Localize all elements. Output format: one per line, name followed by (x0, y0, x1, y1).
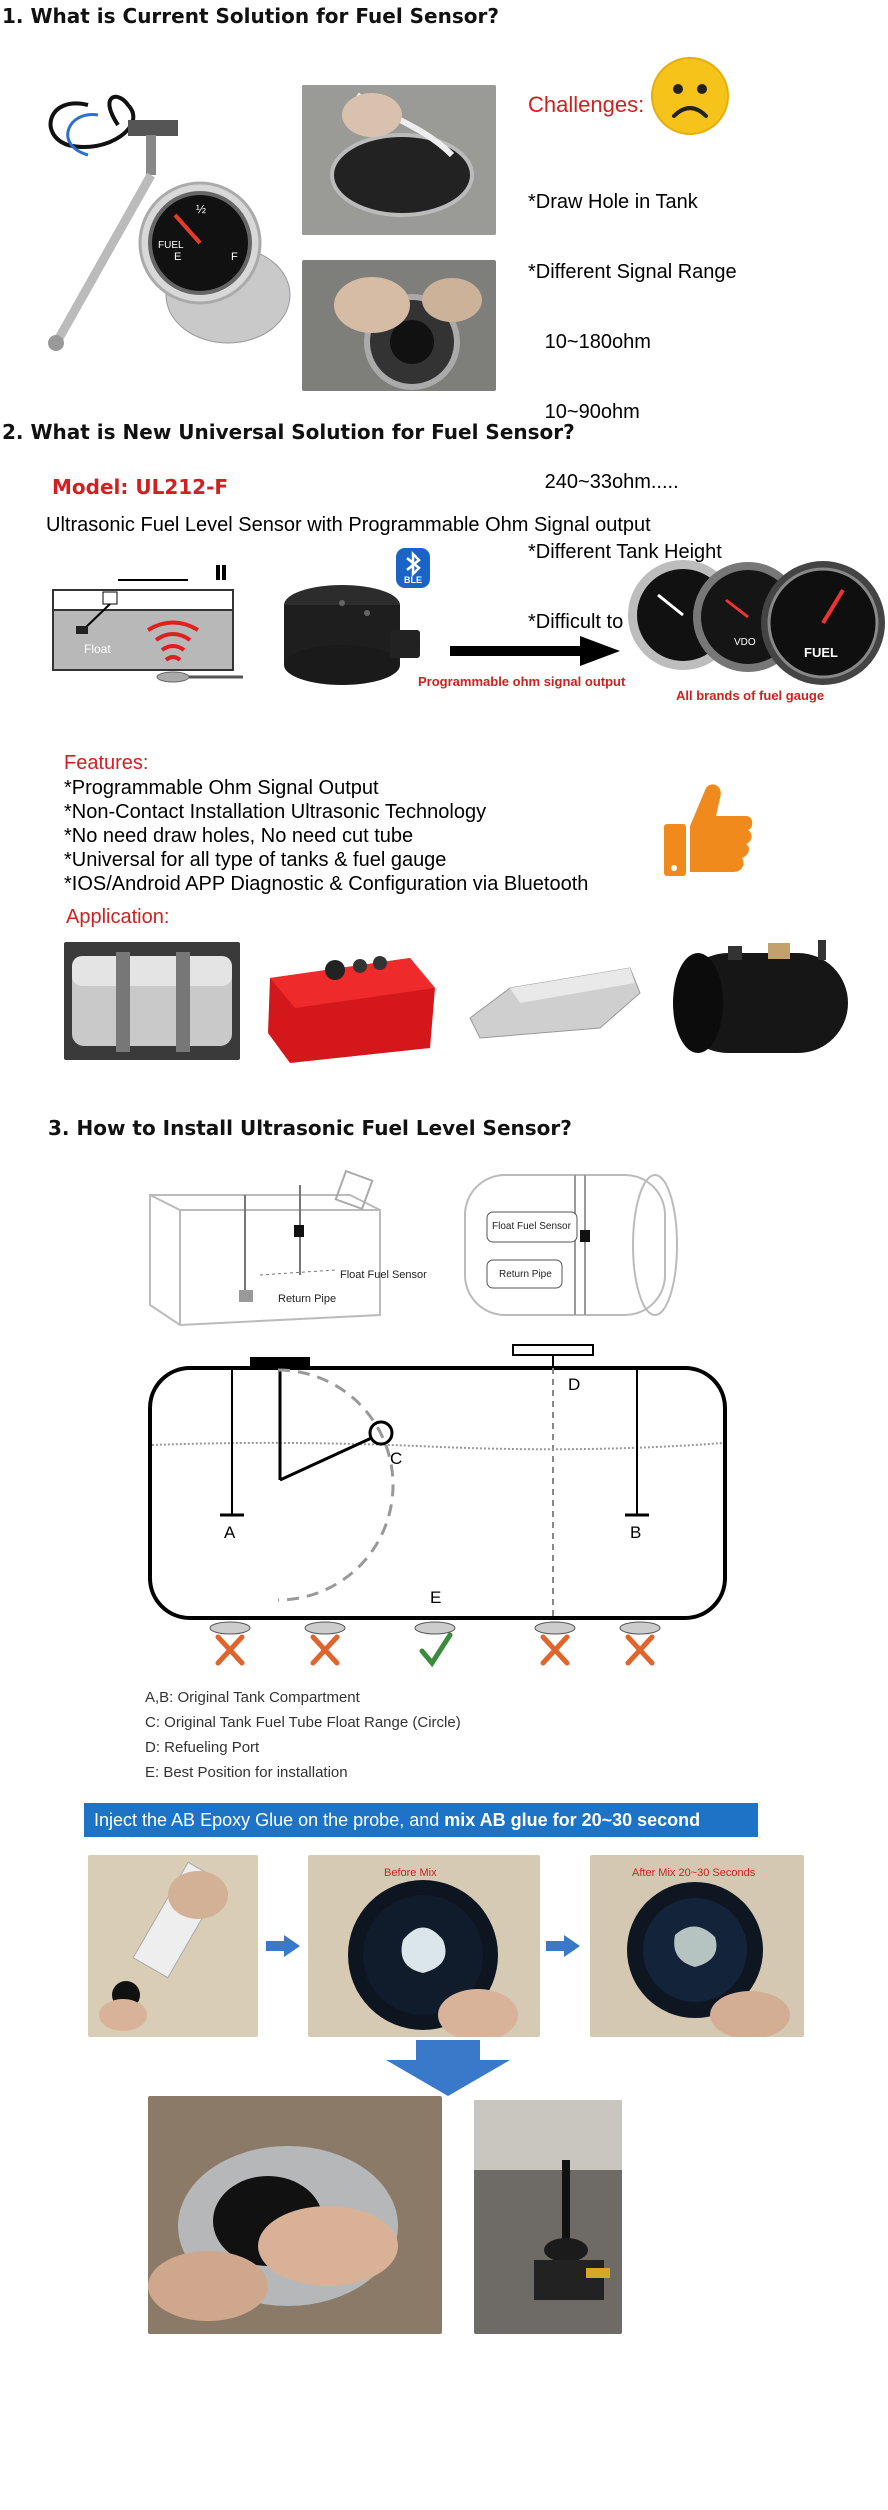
return-pipe-box-label: Return Pipe (499, 1269, 552, 1280)
arrow-down-icon (386, 2040, 510, 2101)
arrow-right-icon (546, 1935, 580, 1962)
tank-label-e: E (430, 1588, 442, 1607)
tank-legend: A,B: Original Tank Compartment C: Origin… (145, 1685, 461, 1785)
draw-hole-photo-top (302, 85, 496, 235)
tank-label-c: C (390, 1449, 403, 1468)
legend-item: A,B: Original Tank Compartment (145, 1689, 360, 1706)
feature-item: *Programmable Ohm Signal Output (64, 777, 379, 799)
aluminum-truck-tank-photo (64, 942, 240, 1060)
after-mix-photo: After Mix 20~30 Seconds (590, 1855, 804, 2037)
ble-label: BLE (404, 575, 422, 585)
gauge-full-text: F (231, 251, 238, 263)
bluetooth-icon: BLE (394, 548, 432, 590)
arrow-right-icon (450, 636, 620, 671)
gauge-empty-text: E (174, 251, 181, 263)
tank-cross-section-diagram: A B C D E (140, 1335, 740, 1675)
challenge-item: *Draw Hole in Tank (528, 191, 698, 213)
before-mix-photo: Before Mix (308, 1855, 540, 2037)
gauge-half-text: ½ (196, 202, 206, 216)
features-list: *Programmable Ohm Signal Output *Non-Con… (64, 776, 588, 896)
caption-signal: Programmable ohm signal output (418, 674, 626, 689)
caption-gauges: All brands of fuel gauge (676, 688, 825, 703)
tank-label-d: D (568, 1375, 581, 1394)
return-pipe-label: Return Pipe (278, 1293, 337, 1305)
cross-mark-icon (534, 1621, 576, 1666)
float-sensor-tank-diagram-left: Float Fuel Sensor Return Pipe (140, 1165, 440, 1335)
challenge-item: *Different Tank Height (528, 541, 722, 563)
red-marine-tank-photo (260, 938, 440, 1068)
tank-label-a: A (224, 1523, 236, 1542)
legend-item: D: Refueling Port (145, 1739, 260, 1756)
sad-face-icon (650, 56, 730, 136)
section2-subtitle: Ultrasonic Fuel Level Sensor with Progra… (46, 514, 651, 536)
challenge-item: 240~33ohm..... (528, 471, 679, 493)
check-mark-icon (414, 1621, 456, 1668)
cross-mark-icon (619, 1621, 661, 1666)
challenges-label: Challenges: (528, 92, 645, 117)
challenge-item: 10~180ohm (528, 331, 651, 353)
float-label: Float (84, 642, 111, 656)
tank-label-b: B (630, 1523, 642, 1542)
ultrasonic-sensor-product (272, 575, 432, 690)
legend-item: C: Original Tank Fuel Tube Float Range (… (145, 1714, 461, 1731)
float-fuel-sensor-box-label: Float Fuel Sensor (492, 1221, 571, 1232)
gauge-vdo-text: VDO (734, 637, 756, 648)
application-label: Application: (66, 906, 170, 928)
banner-text: Inject the AB Epoxy Glue on the probe, a… (94, 1810, 445, 1830)
challenge-item: 10~90ohm (528, 401, 640, 423)
thumbs-up-icon (662, 782, 754, 882)
attach-sensor-photo (148, 2096, 442, 2334)
arrow-right-icon (266, 1935, 300, 1962)
black-cylinder-tank-photo (658, 928, 872, 1068)
fuel-gauges-image: VDO FUEL (628, 555, 888, 695)
section3-heading: 3. How to Install Ultrasonic Fuel Level … (48, 1116, 572, 1140)
ultrasonic-tank-diagram: Float (48, 560, 258, 690)
draw-hole-photo-bottom (302, 260, 496, 391)
float-sensor-tank-diagram-right: Float Fuel Sensor Return Pipe (455, 1165, 685, 1325)
legend-item: E: Best Position for installation (145, 1764, 348, 1781)
features-label: Features: (64, 752, 149, 774)
cross-mark-icon (304, 1621, 346, 1666)
feature-item: *Non-Contact Installation Ultrasonic Tec… (64, 801, 487, 823)
banner-bold-text: mix AB glue for 20~30 second (444, 1810, 701, 1830)
model-label: Model: UL212-F (52, 475, 229, 499)
inject-glue-photo (88, 1855, 258, 2037)
feature-item: *Universal for all type of tanks & fuel … (64, 849, 447, 871)
section2-heading: 2. What is New Universal Solution for Fu… (2, 420, 575, 444)
cross-mark-icon (209, 1621, 251, 1666)
float-sensor-photo: FUEL ½ E F (28, 85, 298, 365)
float-fuel-sensor-label: Float Fuel Sensor (340, 1269, 427, 1281)
feature-item: *IOS/Android APP Diagnostic & Configurat… (64, 873, 589, 895)
installed-sensor-photo (474, 2100, 622, 2334)
before-mix-label: Before Mix (384, 1867, 437, 1879)
section1-heading: 1. What is Current Solution for Fuel Sen… (2, 4, 499, 28)
feature-item: *No need draw holes, No need cut tube (64, 825, 414, 847)
gauge-fuel-text: FUEL (158, 240, 184, 251)
gauge-fuel-text: FUEL (804, 645, 838, 660)
steel-car-tank-photo (460, 948, 645, 1048)
challenge-item: *Different Signal Range (528, 261, 737, 283)
after-mix-label: After Mix 20~30 Seconds (632, 1867, 756, 1879)
epoxy-instruction-banner: Inject the AB Epoxy Glue on the probe, a… (84, 1803, 758, 1837)
